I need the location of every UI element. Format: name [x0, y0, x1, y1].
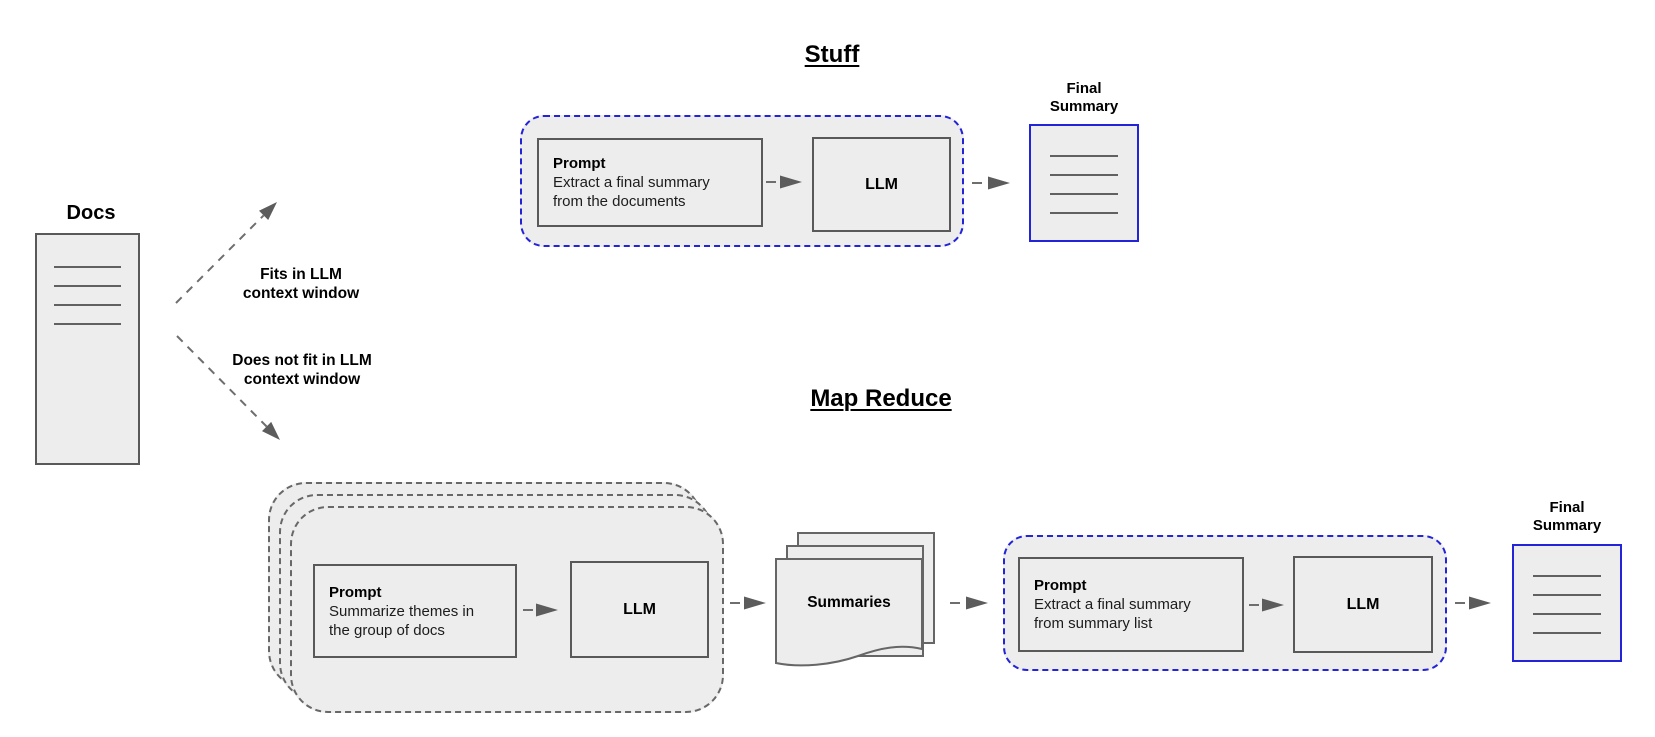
reduce-llm-box: LLM — [1293, 556, 1433, 653]
reduce-prompt-box: Prompt Extract a final summary from summ… — [1018, 557, 1244, 652]
branch-label-fits-line2: context window — [242, 285, 360, 302]
arrow-map-to-summaries — [730, 596, 766, 610]
reduce-prompt-line1: Extract a final summary — [1034, 596, 1191, 613]
branch-label-does-not-fit: Does not fit in LLM context window — [222, 351, 382, 389]
stuff-final-summary-label: Final Summary — [1029, 80, 1139, 116]
reduce-final-summary-label: Final Summary — [1512, 499, 1622, 535]
docs-label: Docs — [66, 202, 116, 224]
reduce-final-summary-label-line2: Summary — [1532, 517, 1602, 534]
doc-text-line — [1533, 613, 1601, 615]
branch-label-fits: Fits in LLM context window — [221, 265, 381, 303]
arrow-summaries-to-reduce — [950, 596, 988, 610]
map-prompt-line1: Summarize themes in — [329, 602, 475, 620]
doc-text-line — [54, 323, 121, 325]
branch-label-does-not-fit-line1: Does not fit in LLM — [232, 352, 372, 369]
reduce-prompt-line2: from summary list — [1034, 615, 1153, 632]
doc-text-line — [1050, 193, 1118, 195]
stuff-section-title: Stuff — [804, 41, 860, 68]
stuff-prompt-box: Prompt Extract a final summary from the … — [537, 138, 763, 227]
doc-text-line — [54, 285, 121, 287]
reduce-final-summary-document-icon — [1512, 544, 1622, 662]
branch-label-fits-line1: Fits in LLM — [260, 266, 342, 283]
summaries-label: Summaries — [807, 594, 891, 611]
map-reduce-section-title: Map Reduce — [810, 385, 952, 412]
stuff-prompt-line1: Extract a final summary — [553, 174, 710, 191]
stuff-prompt-heading: Prompt — [553, 155, 606, 172]
branch-label-does-not-fit-line2: context window — [243, 371, 361, 388]
reduce-prompt-heading: Prompt — [1034, 577, 1087, 594]
stuff-final-summary-label-line1: Final — [1066, 80, 1102, 97]
arrow-reduce-to-final-summary — [1455, 596, 1491, 610]
stuff-prompt-line2: from the documents — [553, 193, 686, 210]
doc-text-line — [1533, 594, 1601, 596]
doc-text-line — [1050, 174, 1118, 176]
doc-text-line — [1050, 212, 1118, 214]
map-prompt-box: Prompt Summarize themes in the group of … — [313, 564, 517, 658]
reduce-final-summary-label-line1: Final — [1549, 499, 1585, 516]
stuff-final-summary-document-icon — [1029, 124, 1139, 242]
map-prompt-heading: Prompt — [329, 583, 382, 601]
docs-document-icon — [35, 233, 140, 465]
doc-text-line — [1533, 632, 1601, 634]
doc-text-line — [54, 266, 121, 268]
stuff-llm-box: LLM — [812, 137, 951, 232]
stuff-final-summary-label-line2: Summary — [1049, 98, 1119, 115]
summaries-page-front-icon — [775, 558, 923, 667]
arrow-stuff-to-final-summary — [972, 176, 1010, 190]
doc-text-line — [1533, 575, 1601, 577]
map-llm-box: LLM — [570, 561, 709, 658]
map-prompt-line2: the group of docs — [329, 621, 445, 639]
doc-text-line — [54, 304, 121, 306]
doc-text-line — [1050, 155, 1118, 157]
